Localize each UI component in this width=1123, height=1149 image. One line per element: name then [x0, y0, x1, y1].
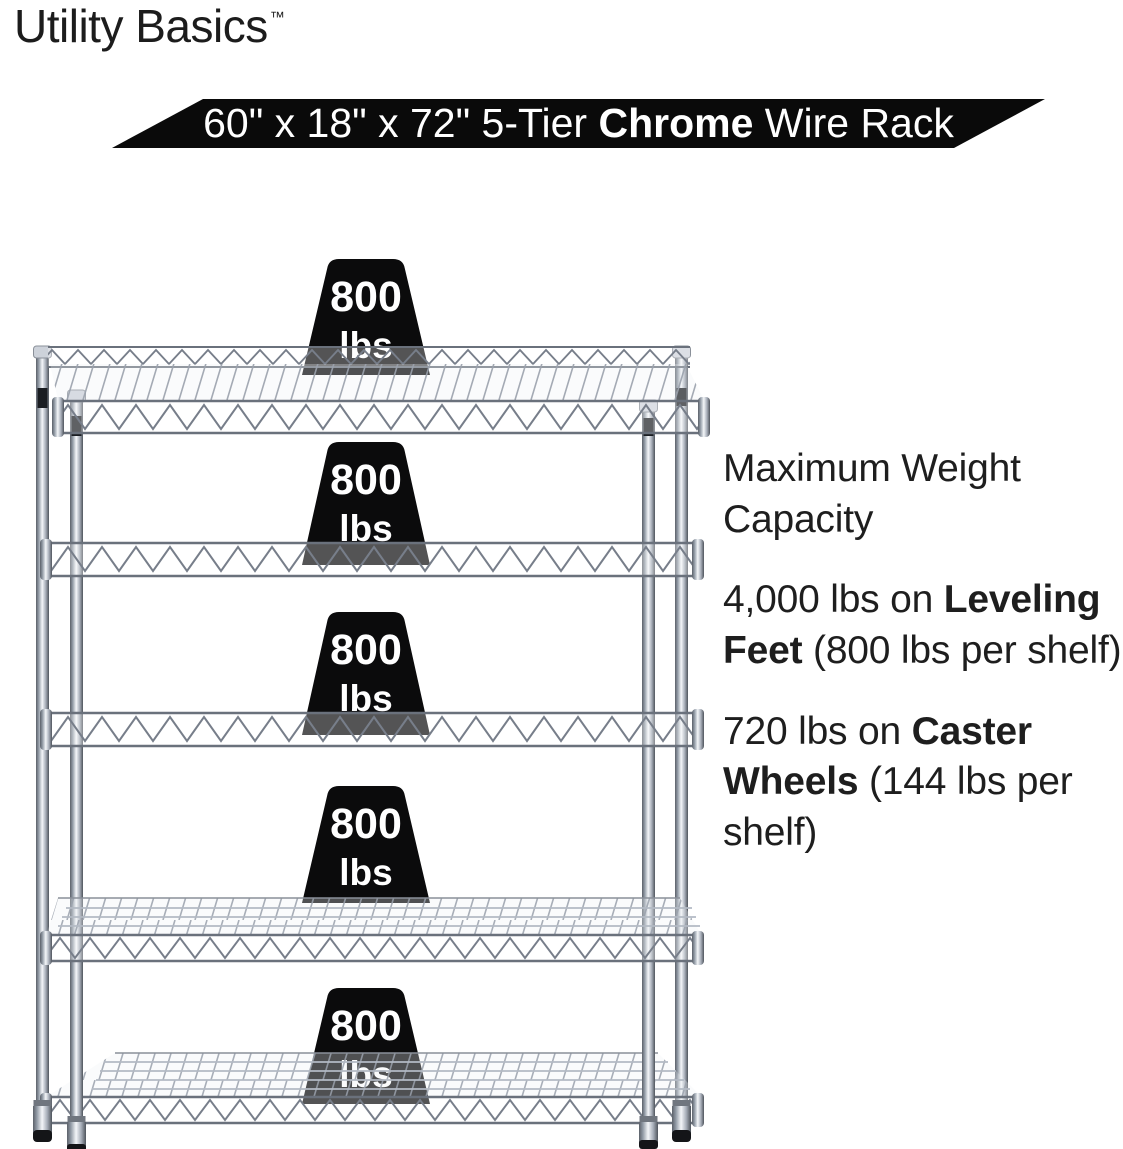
weight-value: 800: [330, 800, 402, 848]
shelf-5: [40, 1052, 704, 1127]
rack-feet: [33, 1040, 691, 1149]
leveling-foot-front-left: [67, 1116, 86, 1149]
shelf-4-surface: [46, 897, 702, 936]
shelf-1-front-band: [52, 397, 710, 437]
casters-bold: Caster Wheels: [723, 709, 1032, 804]
weight-value: 800: [330, 273, 402, 321]
shelf-1-surface: [50, 364, 704, 400]
weight-shape: [302, 442, 430, 565]
post-front-right-lower: [642, 1040, 655, 1118]
shelf-4: [40, 897, 704, 965]
shelf-1: [48, 346, 710, 437]
weight-800lbs-icon-2: 800 lbs: [302, 442, 430, 565]
post-front-left: [70, 394, 83, 1118]
leveling-foot-back-right: [672, 1100, 691, 1142]
leveling-feet-capacity: 4,000 lbs on Leveling Feet (800 lbs per …: [723, 575, 1123, 676]
weight-shape: [302, 786, 430, 903]
trademark-symbol: ™: [269, 8, 285, 26]
brand-name: Utility Basics: [14, 0, 268, 52]
weight-value: 800: [330, 626, 402, 674]
capacity-heading-text: Maximum Weight Capacity: [723, 447, 1021, 541]
leveling-suffix: (800 lbs per shelf): [802, 629, 1122, 673]
weight-value: 800: [330, 1002, 402, 1050]
leveling-foot-front-right: [639, 1116, 658, 1149]
shelf-1-back-rail: [48, 346, 690, 368]
title-finish: Chrome: [598, 100, 754, 146]
weight-value: 800: [330, 456, 402, 504]
casters-suffix: (144 lbs per shelf): [723, 760, 1073, 855]
weight-800lbs-icon-4: 800 lbs: [302, 786, 430, 903]
casters-prefix: 720 lbs on: [723, 709, 912, 753]
capacity-heading: Maximum Weight Capacity: [723, 444, 1123, 545]
post-front-right: [642, 404, 655, 1118]
capacity-info: Maximum Weight Capacity 4,000 lbs on Lev…: [723, 444, 1123, 889]
shelf-5-surface: [46, 1052, 702, 1097]
product-title: 60" x 18" x 72" 5-Tier Chrome Wire Rack: [203, 99, 954, 148]
title-banner: 60" x 18" x 72" 5-Tier Chrome Wire Rack: [112, 99, 1045, 148]
weight-shape: [302, 612, 430, 735]
leveling-bold: Leveling Feet: [723, 578, 1101, 673]
post-front-left-lower: [70, 1040, 83, 1118]
shelf-5-front-band: [40, 1093, 704, 1127]
leveling-prefix: 4,000 lbs on: [723, 578, 944, 622]
shelf-3: [40, 709, 704, 750]
title-type: Wire Rack: [753, 100, 954, 146]
caster-wheels-capacity: 720 lbs on Caster Wheels (144 lbs per sh…: [723, 707, 1123, 859]
weight-unit: lbs: [339, 852, 392, 893]
leveling-foot-back-left: [33, 1100, 52, 1142]
shelf-4-front-band: [40, 931, 704, 965]
title-dimensions: 60" x 18" x 72" 5-Tier: [203, 100, 599, 146]
post-sleeve-back-left: [37, 388, 48, 408]
shelf-2: [40, 539, 704, 580]
